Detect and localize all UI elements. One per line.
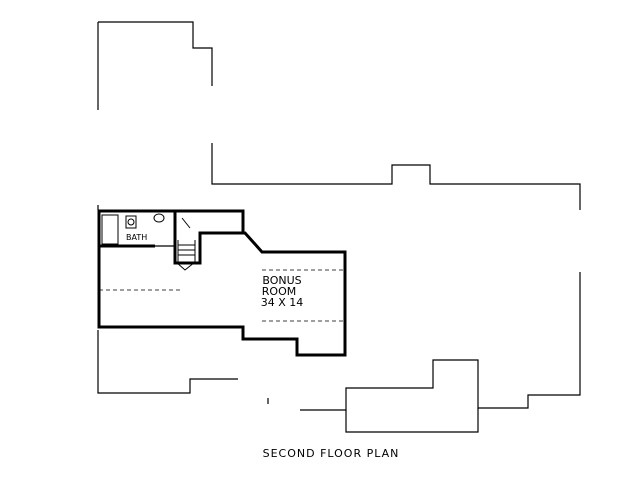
outline-top-left [98, 21, 213, 86]
knee-wall-lines [99, 269, 345, 322]
plan-title: SECOND FLOOR PLAN [263, 447, 400, 460]
bonus-room-label-line1: BONUS [262, 274, 301, 287]
bonus-room-walls [97, 209, 347, 357]
bath-fixtures [101, 213, 165, 245]
sink-basin [127, 218, 135, 226]
bonus-room-label-line2: ROOM [262, 285, 296, 298]
bath-label: BATH [126, 233, 147, 242]
outline-right-bottom [300, 272, 581, 411]
sink-vanity [125, 215, 137, 229]
outline-top-right [211, 143, 581, 210]
bonus-room-size: 34 X 14 [261, 296, 304, 309]
stair [175, 217, 196, 271]
stair-landing [175, 261, 196, 271]
stair-stringer [177, 240, 196, 263]
stair-arrow [181, 217, 191, 229]
building-outline [97, 21, 581, 433]
bonus-room-outline [97, 209, 347, 357]
outline-left-bottom [97, 330, 238, 394]
toilet [153, 213, 165, 223]
stair-treads [178, 244, 195, 256]
bathtub [101, 214, 119, 245]
stair-hall-wall [175, 209, 245, 233]
outline-bottom-bay [345, 408, 479, 433]
